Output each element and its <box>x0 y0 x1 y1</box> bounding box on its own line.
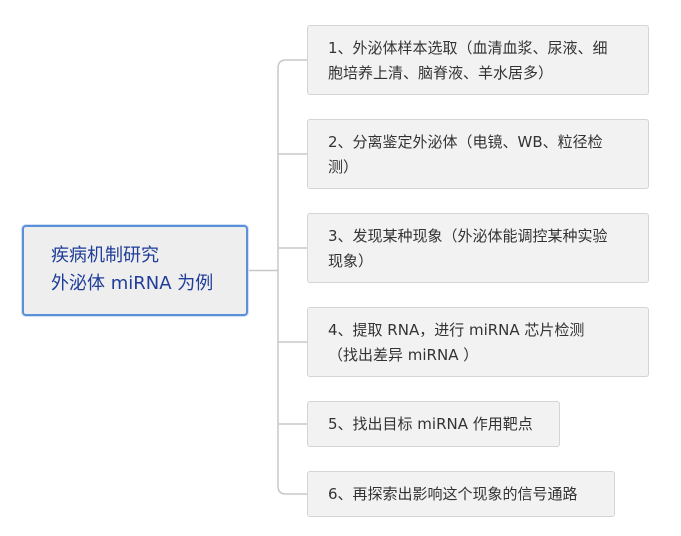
root-subtitle: 外泌体 miRNA 为例 <box>51 273 214 294</box>
child-node-1-line-2: 胞培养上清、脑脊液、羊水居多） <box>328 64 554 82</box>
root-node[interactable]: 疾病机制研究 外泌体 miRNA 为例 <box>22 225 248 316</box>
child-node-4-line-2: （找出差异 miRNA ） <box>328 346 479 364</box>
child-node-5[interactable]: 5、找出目标 miRNA 作用靶点 <box>307 401 560 447</box>
child-node-3-line-2: 现象） <box>328 252 374 270</box>
branch-connector-1 <box>277 59 307 69</box>
branch-connector-6 <box>277 485 307 495</box>
root-title: 疾病机制研究 <box>51 245 159 266</box>
child-node-4[interactable]: 4、提取 RNA，进行 miRNA 芯片检测 （找出差异 miRNA ） <box>307 307 649 377</box>
child-node-1-line-1: 1、外泌体样本选取（血清血浆、尿液、细 <box>328 39 608 57</box>
child-node-5-line-1: 5、找出目标 miRNA 作用靶点 <box>328 415 533 433</box>
child-node-3[interactable]: 3、发现某种现象（外泌体能调控某种实验 现象） <box>307 213 649 283</box>
child-node-2[interactable]: 2、分离鉴定外泌体（电镜、WB、粒径检 测） <box>307 119 649 189</box>
child-node-1[interactable]: 1、外泌体样本选取（血清血浆、尿液、细 胞培养上清、脑脊液、羊水居多） <box>307 25 649 95</box>
child-node-3-line-1: 3、发现某种现象（外泌体能调控某种实验 <box>328 227 608 245</box>
child-node-6-line-1: 6、再探索出影响这个现象的信号通路 <box>328 485 578 503</box>
child-node-4-line-1: 4、提取 RNA，进行 miRNA 芯片检测 <box>328 321 585 339</box>
child-node-2-line-2: 测） <box>328 158 359 176</box>
child-node-2-line-1: 2、分离鉴定外泌体（电镜、WB、粒径检 <box>328 133 603 151</box>
child-node-6[interactable]: 6、再探索出影响这个现象的信号通路 <box>307 471 615 517</box>
